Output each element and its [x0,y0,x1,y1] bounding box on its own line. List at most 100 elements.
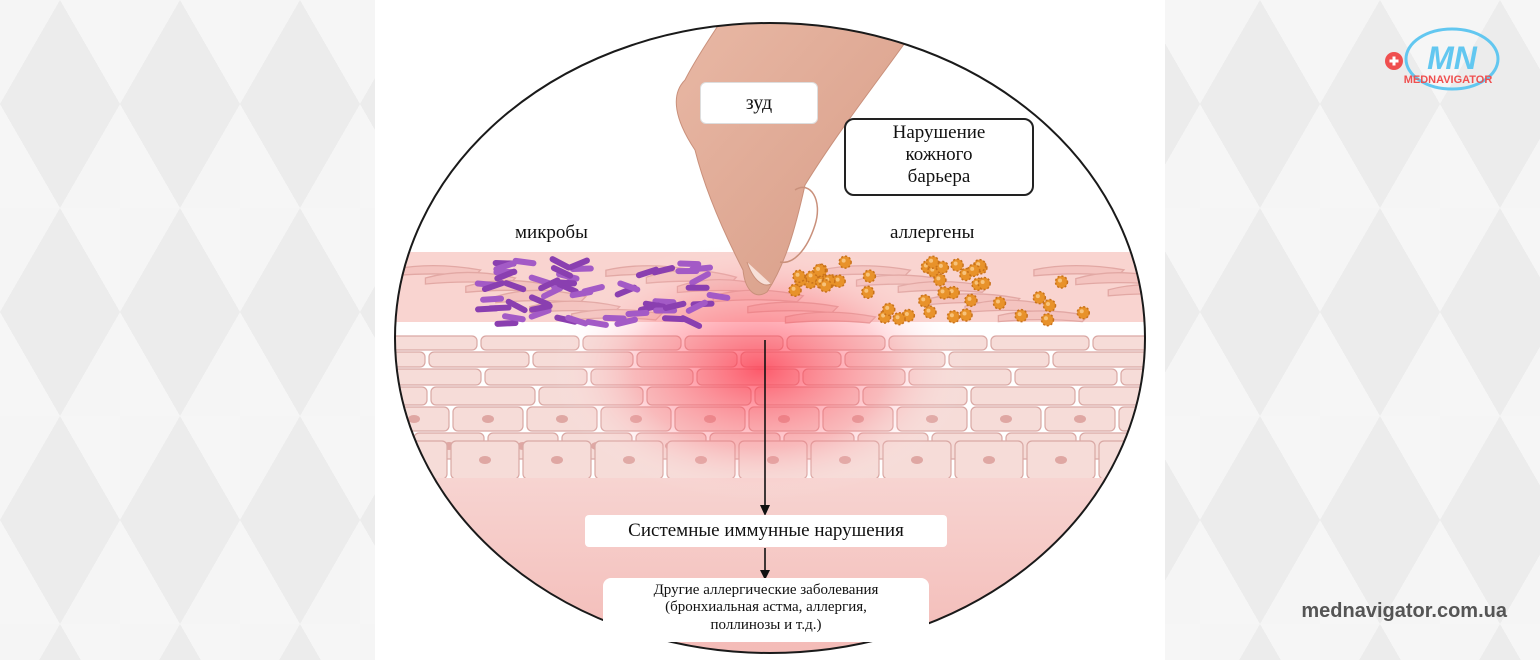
microbe [651,265,676,276]
allergen-particle [1014,308,1028,323]
microbe [706,291,731,301]
itch-label: зуд [700,82,818,124]
allergen-particle [788,283,802,298]
epidermal-cell [430,386,536,406]
allergen-highlight [995,299,1000,304]
allergens-cluster [788,255,1090,327]
barrier-disruption-label: Нарушение кожного барьера [844,118,1034,196]
circle-outline [394,22,1146,654]
microbe [567,257,590,271]
allergen-highlight [967,296,972,301]
other-line-3: поллинозы и т.д.) [710,616,822,633]
microbe [553,279,578,287]
arrow-head-2 [760,570,770,580]
epidermal-cell [428,351,530,368]
epidermal-cell [1154,433,1165,459]
microbes-label: микробы [515,222,588,243]
allergen-particle [964,293,978,308]
other-line-2: (бронхиальная астма, аллергия, [665,599,867,616]
allergen-highlight [953,261,958,266]
other-line-1: Другие аллергические заболевания [653,582,879,598]
allergen-highlight [921,297,926,302]
allergen-highlight [1057,278,1062,283]
allergen-particle [881,302,896,317]
allergen-highlight [1046,302,1051,307]
allergen-highlight [936,276,941,281]
allergen-particle [1076,305,1090,320]
microbe [505,298,528,314]
allergen-particle [966,263,981,278]
allergen-highlight [841,258,846,263]
epidermal-cell [395,440,448,480]
epidermal-cell [970,386,1076,406]
barrier-line-1: Нарушение [892,122,986,143]
cell-nucleus [1127,456,1139,464]
epidermal-cell [395,368,482,386]
allergen-highlight [929,258,934,263]
mednavigator-logo[interactable]: MN MEDNAVIGATOR [1382,25,1512,95]
allergen-highlight [1017,312,1022,317]
logo-ring [1404,27,1500,91]
allergen-particle [935,260,950,275]
allergen-particle [977,276,991,291]
allergen-particle [959,308,973,322]
cell-nucleus [479,456,491,464]
cell-nucleus [482,415,494,423]
allergen-particle [861,285,875,300]
allergens-label: аллергены [890,222,975,243]
allergen-highlight [970,266,975,271]
microbe [569,289,594,299]
microbe [685,299,708,314]
microbe [585,318,609,328]
allergen-highlight [865,272,870,277]
keratin-scale [1144,289,1145,304]
allergen-highlight [940,289,945,294]
allergen-highlight [949,289,954,294]
allergen-particle [1032,290,1047,305]
allergen-highlight [1079,309,1084,314]
allergen-highlight [904,312,909,317]
epidermal-cell [1118,406,1145,432]
epidermal-cell [1092,335,1145,351]
allergen-highlight [881,313,886,318]
systemic-immune-label: Системные иммунные нарушения [585,515,947,547]
allergen-highlight [1043,316,1048,321]
cell-nucleus [983,456,995,464]
epidermal-cell [395,351,426,368]
allergen-particle [946,309,961,324]
allergen-particle [862,269,877,283]
microbe [685,284,710,291]
allergen-highlight [962,311,967,316]
allergen-highlight [808,273,813,278]
microbe [602,314,627,322]
logo-subtext: MEDNAVIGATOR [1404,74,1493,86]
microbe [550,265,574,279]
cell-nucleus [1074,415,1086,423]
allergen-particle [1054,275,1069,289]
epidermal-cell [1120,368,1145,386]
allergen-highlight [816,266,821,271]
epidermal-cell [1078,386,1145,406]
allergen-particle [925,255,940,269]
allergen-highlight [976,262,981,267]
allergen-highlight [980,279,985,284]
microbe [689,271,712,286]
microbe [493,260,517,273]
cell-nucleus [1055,456,1067,464]
allergen-highlight [885,305,890,310]
microbe [549,256,572,271]
allergen-highlight [791,286,796,291]
microbe [625,309,650,317]
allergen-particle [812,263,827,278]
allergen-particle [923,305,937,319]
allergen-particle [818,279,833,293]
cell-nucleus [408,415,420,423]
microbe [528,307,552,320]
arrow-head-1 [760,505,770,516]
site-url[interactable]: mednavigator.com.ua [1301,600,1507,622]
microbe [487,304,512,312]
epidermal-cell [395,335,478,351]
epidermal-cell [395,432,411,460]
allergen-highlight [949,313,954,318]
